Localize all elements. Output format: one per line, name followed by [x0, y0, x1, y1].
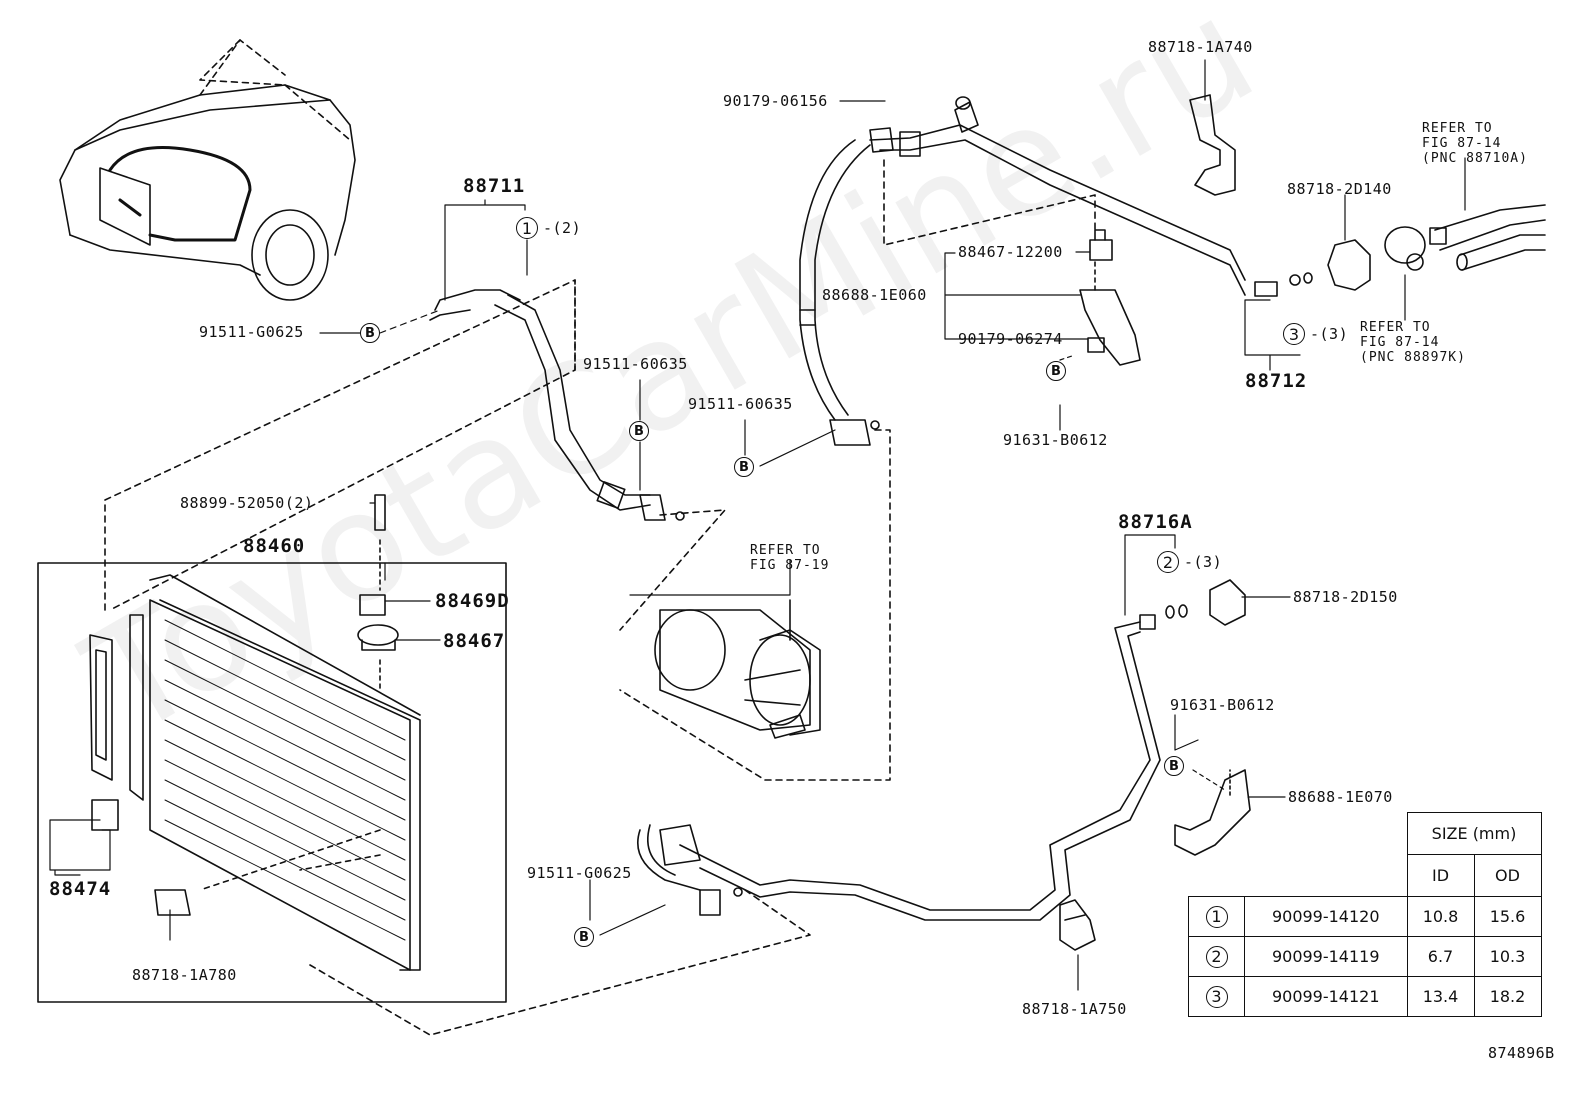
leader-lines	[49, 59, 1466, 991]
row-od: 18.2	[1473, 976, 1542, 1017]
callout-1: 1	[516, 217, 538, 239]
guide-line	[104, 279, 576, 611]
car-location-illustration	[59, 39, 356, 301]
callout-b-2: B	[629, 421, 649, 441]
size-table-id-header: ID	[1406, 854, 1475, 897]
label-88469D: 88469D	[435, 590, 510, 612]
label-90179-06156: 90179-06156	[723, 92, 828, 110]
label-91511-60635-a: 91511-60635	[583, 355, 688, 373]
compressor-illustration	[654, 599, 821, 739]
label-88712: 88712	[1245, 370, 1308, 392]
row-index: 3	[1205, 985, 1228, 1008]
label-91511-G0625-lower: 91511-G0625	[527, 864, 632, 882]
hose-88711	[429, 289, 726, 631]
label-88718-1A780: 88718-1A780	[132, 966, 237, 984]
hose-88712	[619, 96, 1278, 781]
bracket-88688-1E070	[1174, 769, 1251, 856]
bracket-88718-1A740	[1189, 94, 1236, 196]
clip-88718-1A750	[1059, 899, 1096, 951]
row-od: 10.3	[1473, 936, 1542, 977]
label-90179-06274: 90179-06274	[958, 330, 1063, 348]
callout-3-qty: -(3)	[1310, 325, 1349, 343]
callout-2-qty: -(3)	[1184, 553, 1223, 571]
label-88467: 88467	[443, 630, 506, 652]
callout-2: 2	[1157, 551, 1179, 573]
label-88711: 88711	[463, 175, 526, 197]
row-od: 15.6	[1473, 896, 1542, 937]
row-id: 13.4	[1406, 976, 1475, 1017]
label-88467-12200: 88467-12200	[958, 243, 1063, 261]
size-table-title: SIZE (mm)	[1406, 812, 1542, 855]
row-part: 90099-14120	[1244, 896, 1408, 937]
row-part: 90099-14121	[1244, 976, 1408, 1017]
row-index: 2	[1205, 945, 1228, 968]
label-91511-60635-b: 91511-60635	[688, 395, 793, 413]
callout-b-5: B	[1164, 756, 1184, 776]
size-table-od-header: OD	[1473, 854, 1542, 897]
row-id: 6.7	[1406, 936, 1475, 977]
label-88460: 88460	[243, 535, 306, 557]
label-88474: 88474	[49, 878, 112, 900]
label-88718-1A750: 88718-1A750	[1022, 1000, 1127, 1018]
label-88716A: 88716A	[1118, 511, 1193, 533]
callout-3: 3	[1283, 323, 1305, 345]
label-88688-1E060: 88688-1E060	[822, 286, 927, 304]
label-88899-52050: 88899-52050(2)	[180, 494, 314, 512]
pipe-88716A	[309, 579, 1246, 1036]
diagram-code: 874896B	[1488, 1044, 1555, 1062]
table-row: 2 90099-14119 6.7 10.3	[1188, 936, 1542, 977]
callout-b-3: B	[734, 457, 754, 477]
callout-1-qty: -(2)	[543, 219, 582, 237]
label-91631-B0612-lower: 91631-B0612	[1170, 696, 1275, 714]
label-91631-B0612-upper: 91631-B0612	[1003, 431, 1108, 449]
label-91511-G0625-upper: 91511-G0625	[199, 323, 304, 341]
label-88718-2D150: 88718-2D150	[1293, 588, 1398, 606]
row-id: 10.8	[1406, 896, 1475, 937]
size-table: SIZE (mm) ID OD 1 90099-14120 10.8 15.6 …	[1188, 812, 1542, 1017]
callout-b-6: B	[574, 927, 594, 947]
label-88718-2D140: 88718-2D140	[1287, 180, 1392, 198]
label-88718-1A740: 88718-1A740	[1148, 38, 1253, 56]
row-index: 1	[1205, 905, 1228, 928]
row-part: 90099-14119	[1244, 936, 1408, 977]
fitting-88718-2D140	[1289, 204, 1546, 291]
callout-b-4: B	[1046, 361, 1066, 381]
condenser-assembly-box	[37, 494, 507, 1003]
table-row: 3 90099-14121 13.4 18.2	[1188, 976, 1542, 1017]
label-88688-1E070: 88688-1E070	[1288, 788, 1393, 806]
table-row: 1 90099-14120 10.8 15.6	[1188, 896, 1542, 937]
callout-b-1: B	[360, 323, 380, 343]
bracket-88688-1E060	[1079, 229, 1141, 366]
